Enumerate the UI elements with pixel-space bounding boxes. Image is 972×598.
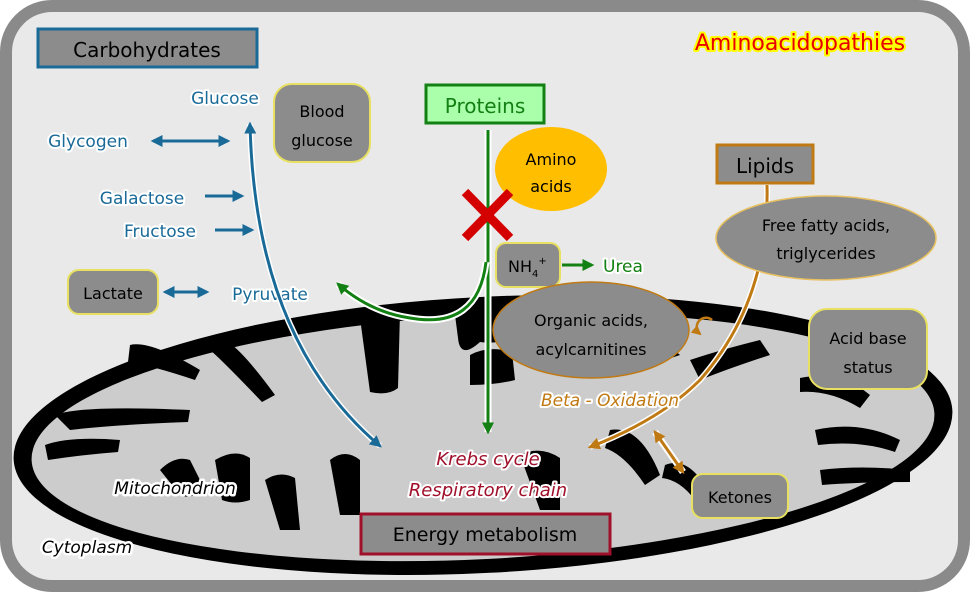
carbohydrates-label: Carbohydrates (73, 38, 221, 62)
energy-metabolism-label: Energy metabolism (393, 524, 578, 546)
urea-label: Urea (603, 257, 643, 277)
amino-acids-label-2: acids (530, 177, 572, 196)
proteins-label: Proteins (445, 94, 526, 118)
glucose-krebs-arrow-line (244, 121, 382, 448)
glycogen-label: Glycogen (48, 132, 128, 152)
organic-acids-node: Organic acids, acylcarnitines (492, 281, 690, 379)
ffa-label-1: Free fatty acids, (762, 216, 890, 235)
krebs-cycle-label: Krebs cycle (436, 449, 539, 470)
acid-base-label-1: Acid base (829, 329, 906, 348)
nh4-label: NH4+ (508, 256, 547, 280)
organic-acids-label-1: Organic acids, (534, 311, 648, 330)
pyruvate-label: Pyruvate (232, 285, 308, 305)
amino-acids-label-1: Amino (526, 150, 577, 169)
glucose-label: Glucose (191, 89, 259, 109)
ketones-arrow-line (653, 430, 685, 474)
amino-acids-node: Amino acids (495, 127, 607, 211)
respiratory-chain-label: Respiratory chain (409, 480, 567, 501)
organic-acids-label-2: acylcarnitines (535, 340, 646, 359)
acid-base-node: Acid base status (808, 308, 928, 390)
blood-glucose-label-2: glucose (291, 131, 353, 150)
blood-glucose-node: Blood glucose (273, 83, 371, 163)
lipids-label: Lipids (736, 154, 794, 178)
ketones-label: Ketones (708, 488, 772, 507)
cytoplasm-label: Cytoplasm (42, 538, 132, 558)
blood-glucose-label-1: Blood (299, 102, 344, 121)
beta-oxidation-label: Beta - Oxidation (541, 391, 679, 411)
fructose-label: Fructose (124, 222, 196, 242)
free-fatty-acids-node: Free fatty acids, triglycerides (715, 195, 937, 281)
cycle-arrow-icon (690, 316, 713, 336)
acid-base-label-2: status (843, 358, 892, 377)
lipids-header: Lipids (715, 143, 815, 185)
block-x-icon (461, 188, 514, 242)
energy-metabolism-box: Energy metabolism (359, 512, 612, 556)
ffa-label-2: triglycerides (776, 244, 875, 263)
protein-pyruvate-arrow-line (336, 261, 488, 322)
lactate-label: Lactate (83, 284, 143, 303)
carbohydrates-header: Carbohydrates (36, 27, 259, 69)
lactate-node: Lactate (67, 269, 159, 315)
aminoacidopathies-title: Aminoacidopathies (695, 31, 905, 56)
nh4-node: NH4+ (495, 242, 561, 288)
proteins-header: Proteins (424, 83, 546, 125)
mitochondrion-label: Mitochondrion (114, 479, 235, 499)
galactose-label: Galactose (100, 189, 184, 209)
ketones-node: Ketones (691, 473, 789, 519)
